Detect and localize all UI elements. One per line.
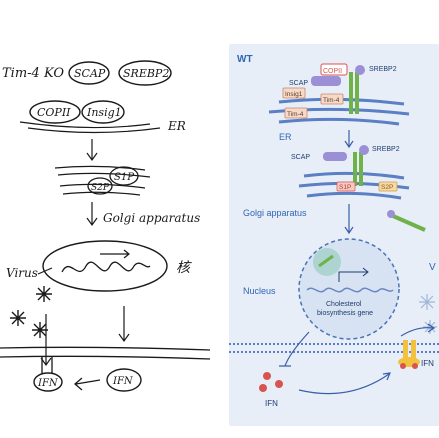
ifn-bottom-label: IFN [265,399,278,408]
arrow-ifn-to-receptor [298,372,391,395]
insig1-label: Insig1 [285,91,303,98]
scap-er-label: SCAP [289,80,308,87]
sketch-nucleus-ellipse [42,240,168,292]
sketch-arrow-down-3 [40,314,52,367]
scap-golgi-label: SCAP [291,154,310,161]
sketch-tim4ko-text: Tim-4 KO [2,66,64,81]
sketch-er-membrane-line [19,121,151,129]
sketch-membrane-line-2 [0,355,211,360]
sketch-ifn-right-circle [106,368,142,392]
sketch-insig1-circle [81,100,125,124]
insig1-box [282,87,306,99]
scap-golgi-protein [323,152,347,161]
arrow-to-receptor [400,323,436,337]
sketch-s1p-circle [109,166,139,186]
gene-label-line1: Cholesterol [326,301,362,308]
s2p-box [378,181,398,192]
s1p-label: S1P [339,184,351,191]
inhibition-line [279,331,310,367]
srebp2-golgi-label: SREBP2 [372,146,400,153]
condition-label: WT [237,54,253,65]
srebp2-nuclear-fragment [318,254,334,268]
sketch-golgi-line-2 [57,172,151,178]
sketch-scap-circle [68,61,110,85]
sketch-receptor [41,356,53,374]
srebp2-cleaved-fragment [392,214,426,232]
sketch-s2p-text: S2P [91,183,110,193]
gene-label-line2: biosynthesis gene [317,310,373,317]
srebp2-fragment-head [387,210,395,218]
ifn-molecules [259,372,283,392]
sketch-golgi-line-3 [59,183,146,189]
sketch-ifn-left-circle [33,372,63,392]
copii-label: COPII [323,68,342,75]
ifn-right-label: IFN [421,359,434,368]
sketch-virus-arrow [37,267,53,275]
sketch-membrane-line-1 [0,346,211,351]
tim4-label-a: Tim-4 [287,111,304,118]
hand-sketch-drawing: Tim-4 KO SCAP SREBP2 COPII Insig1 ER S1P… [0,60,211,392]
sketch-transcription-arrow [100,249,130,259]
sketch-s1p-text: S1P [114,172,134,183]
sketch-arrow-down-1 [86,139,98,162]
sketch-nucleus-char: 核 [176,260,192,276]
golgi-label: Golgi apparatus [243,208,307,218]
er-label: ER [279,132,292,142]
srebp2-er-label: SREBP2 [369,66,397,73]
dna-strand [306,287,394,293]
sketch-s2p-circle [87,177,113,195]
sketch-srebp2-text: SREBP2 [123,67,169,80]
sketch-ifn-right-text: IFN [112,376,134,387]
nucleus-label: Nucleus [243,286,276,296]
sketch-golgi-line-1 [54,165,146,171]
sketch-srebp2-circle [118,60,172,86]
sketch-golgi-line-4 [62,191,141,196]
sketch-virus-particles [10,286,52,338]
sketch-golgi-text: Golgi apparatus [103,211,200,225]
schematic-drawing: WT COPII SCAP SREBP2 Insig1 Tim-4 Tim-4 … [229,54,439,408]
s2p-label: S2P [381,184,393,191]
scap-er-protein [311,76,341,86]
srebp2-er-head [355,65,365,75]
ifn-receptor [398,340,420,369]
sketch-arrow-down-4 [118,306,130,343]
sketch-er-text: ER [167,119,186,133]
arrow-golgi-to-nucleus [344,204,354,235]
sketch-er-membrane-line-2 [27,127,161,134]
sketch-copii-circle [29,100,81,124]
sketch-copii-text: COPII [37,106,71,119]
sketch-virus-text: Virus [6,266,38,280]
transcription-arrow [338,267,369,282]
tim4-label-b: Tim-4 [323,97,340,104]
srebp2-er-protein [349,72,359,114]
v-cut-label: V [429,262,436,273]
arrow-er-to-golgi [344,130,354,149]
sketch-ifn-left-text: IFN [37,378,59,389]
hand-sketch-panel: Tim-4 KO SCAP SREBP2 COPII Insig1 ER S1P… [0,44,211,426]
plasma-membrane [229,343,439,353]
tim4-box-a [284,107,308,119]
sketch-scap-text: SCAP [74,67,106,80]
schematic-panel: WT COPII SCAP SREBP2 Insig1 Tim-4 Tim-4 … [229,44,439,426]
srebp2-golgi-protein [353,152,363,186]
sketch-dna-strand [61,261,151,273]
tim4-box-b [320,93,344,105]
sketch-insig1-text: Insig1 [86,106,122,119]
srebp2-golgi-head [359,145,369,155]
copii-box [320,63,348,76]
sketch-arrow-down-2 [86,202,98,227]
virus-particles [419,294,437,334]
s1p-box [336,181,356,192]
sketch-ifn-arrow [74,377,101,391]
